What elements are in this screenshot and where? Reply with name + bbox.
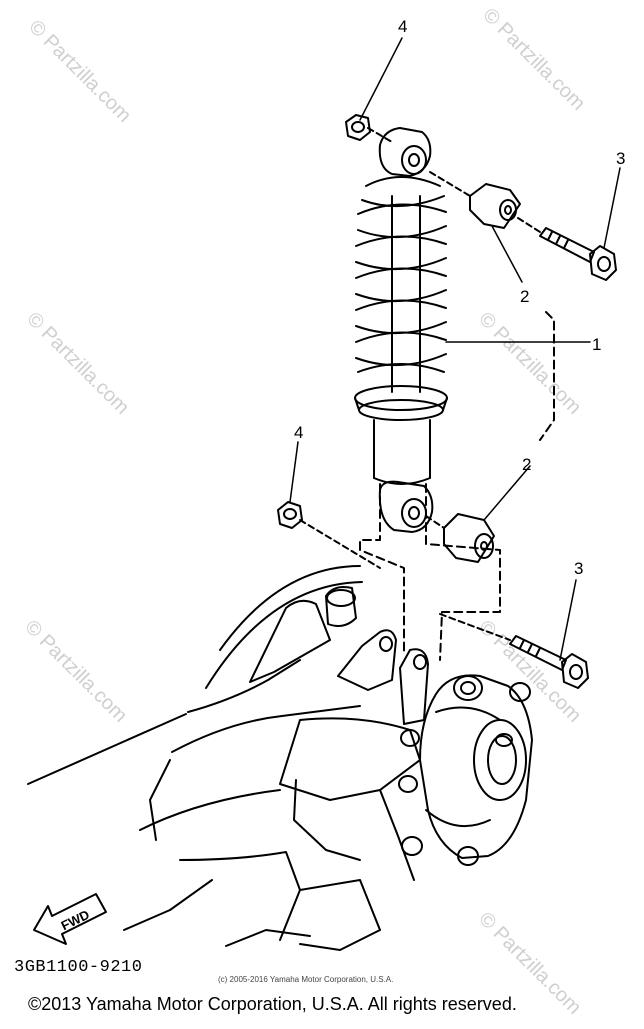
callout-numbers: 1 2 2 3 3 4 4 xyxy=(294,17,625,578)
nut-top xyxy=(345,114,371,141)
leader-lines xyxy=(289,37,621,661)
watermark-layer: © Partzilla.com © Partzilla.com © Partzi… xyxy=(20,4,589,1019)
callout-3-top: 3 xyxy=(616,149,625,168)
callout-4-top: 4 xyxy=(398,17,407,36)
shock-upper-eye xyxy=(378,127,432,177)
watermark: © Partzilla.com xyxy=(20,616,131,727)
watermark: © Partzilla.com xyxy=(22,308,133,419)
small-copyright: (c) 2005-2016 Yamaha Motor Corporation, … xyxy=(218,975,394,984)
nut-bottom xyxy=(277,501,303,529)
collar-top xyxy=(469,183,521,229)
bolt-top xyxy=(539,227,617,281)
fwd-arrow xyxy=(33,893,107,945)
callout-3-bottom: 3 xyxy=(574,559,583,578)
callout-4-bottom: 4 xyxy=(294,423,303,442)
callout-2-bottom: 2 xyxy=(522,455,531,474)
drawing-code: 3GB1100-9210 xyxy=(14,958,143,977)
watermark: © Partzilla.com xyxy=(24,16,135,127)
footer-copyright: ©2013 Yamaha Motor Corporation, U.S.A. A… xyxy=(28,994,517,1014)
watermark: © Partzilla.com xyxy=(474,308,585,419)
callout-2-top: 2 xyxy=(520,287,529,306)
callout-1: 1 xyxy=(592,335,601,354)
watermark: © Partzilla.com xyxy=(478,4,589,115)
shock-spring xyxy=(354,176,448,485)
bolt-bottom xyxy=(509,635,589,689)
shock-lower-eye xyxy=(378,480,434,533)
collar-bottom xyxy=(443,513,495,563)
alignment-lines xyxy=(359,311,555,661)
hub-assembly xyxy=(27,565,533,951)
